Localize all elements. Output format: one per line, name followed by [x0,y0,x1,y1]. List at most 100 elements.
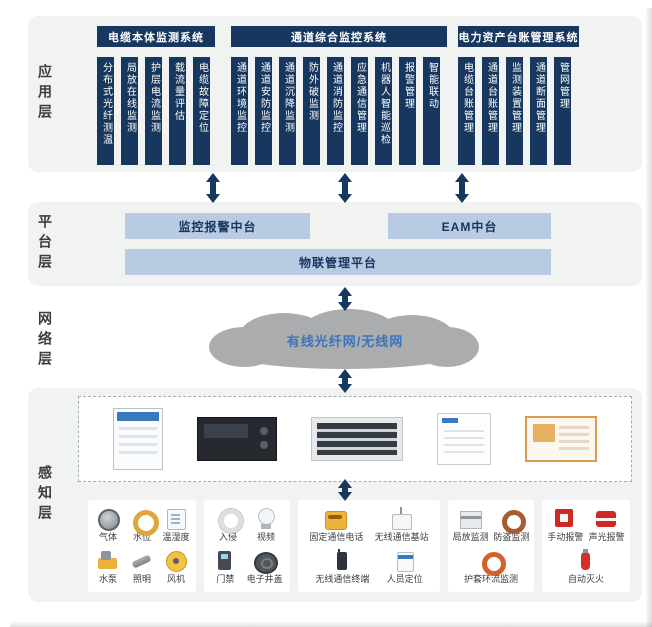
system-group-header-asset: 电力资产台账管理系统 [458,26,579,47]
sensor-label: 固定通信电话 [309,531,364,542]
smart-manhole-cover-icon [251,549,279,575]
app-module-label: 通道台账管理 [485,62,497,134]
app-module: 分布式光纤测温 [97,57,114,165]
dvr-front-panel [204,424,248,438]
arrow-shaft [459,180,465,196]
sensor-row: 气体 水位 温湿度 [88,507,196,543]
terminal-grid [559,426,589,454]
partial-discharge-monitor-icon [457,507,485,531]
sensor-label: 声光报警 [588,531,625,542]
app-module-label: 局放在线监测 [124,62,136,134]
system-group-header-cable-body: 电缆本体监测系统 [97,26,215,47]
cabinet-header-band [117,412,159,421]
sensor-label: 温湿度 [162,531,190,542]
sensor-label: 防盗监测 [493,531,530,542]
arrow-shaft [342,180,348,196]
app-module: 载流量评估 [169,57,186,165]
app-module-label: 防外破监测 [306,62,318,122]
app-module-label: 电缆台账管理 [461,62,473,134]
app-module: 管网管理 [554,57,571,165]
perception-layer-label: 感知层 [37,465,53,525]
app-module: 局放在线监测 [121,57,138,165]
control-box-logo [442,418,458,423]
sensor-row: 护套环流监测 [448,549,534,585]
sensor-item: 固定通信电话 [309,507,363,543]
sensor-label: 入侵 [218,531,237,542]
monitoring-cabinet-image [113,408,163,470]
app-module: 通道环境监控 [231,57,248,165]
sound-light-alarm-icon [593,507,621,531]
sensor-item: 无线通信基站 [374,506,429,543]
wireless-terminal-icon [328,549,356,573]
wireless-base-station-icon [388,506,416,531]
arrow-shaft [342,294,348,304]
bidirectional-arrow-icon [206,173,220,203]
sensor-card-environment: 气体 水位 温湿度 水泵 照明 风机 [88,500,196,592]
sensor-label: 手动报警 [547,531,584,542]
sensor-item: 温湿度 [162,507,190,543]
arrow-shaft [342,376,348,386]
sensor-row: 无线通信终端 人员定位 [298,549,440,585]
temperature-humidity-sensor-icon [162,507,190,531]
sensor-item: 人员定位 [387,549,423,585]
device-image-strip [78,396,632,482]
sensor-label: 电子井盖 [246,574,283,585]
bidirectional-arrow-icon [338,369,352,393]
sensor-label: 无线通信基站 [374,531,429,542]
intrusion-sensor-icon [214,507,243,533]
sensor-label: 护套环流监测 [463,574,518,585]
terminal-screen [533,424,555,442]
sensor-item: 水泵 [94,549,122,585]
app-module: 电缆故障定位 [193,57,210,165]
page-edge-shadow-bottom [10,621,652,627]
app-module: 通道消防监控 [327,57,344,165]
platform-layer-label-text: 平台层 [37,214,53,274]
app-module-label: 分布式光纤测温 [100,62,112,146]
dvr-knob [260,427,268,435]
sensor-row: 自动灭火 [542,549,630,585]
sensor-item: 自动灭火 [568,549,604,585]
sensor-label: 水位 [132,531,151,542]
network-cloud-label: 有线光纤网/无线网 [286,334,404,349]
access-control-icon [211,549,239,573]
bidirectional-arrow-icon [338,173,352,203]
app-module: 通道沉降监测 [279,57,296,165]
sensor-row: 固定通信电话 无线通信基站 [298,506,440,543]
sensor-label: 门禁 [216,574,235,585]
app-module: 应急通信管理 [351,57,368,165]
sensor-item: 声光报警 [589,507,625,543]
sensor-item: 手动报警 [547,507,583,543]
terminal-box-image [525,416,597,462]
sensor-card-communication: 固定通信电话 无线通信基站 无线通信终端 人员定位 [298,500,440,592]
sensor-label: 气体 [98,531,117,542]
sensor-item: 气体 [94,507,122,543]
manual-alarm-icon [551,507,579,531]
app-module-label: 电缆故障定位 [196,62,208,134]
rack-server-image [311,417,403,461]
page-edge-shadow-right [645,8,652,627]
app-module-label: 护层电流监测 [148,62,160,134]
app-module-label: 通道环境监控 [234,62,246,134]
network-layer-label-text: 网络层 [37,311,53,371]
sensor-item: 门禁 [211,549,239,585]
sensor-card-cable-monitoring: 局放监测 防盗监测 护套环流监测 [448,500,534,592]
personnel-positioning-icon [391,549,419,573]
platform-module-iot: 物联管理平台 [125,249,551,275]
app-module-label: 报警管理 [402,62,414,110]
app-module: 监测装置管理 [506,57,523,165]
control-box-image [437,413,491,465]
sensor-label: 水泵 [98,574,117,585]
sensor-item: 无线通信终端 [315,549,369,585]
sensor-row: 水泵 照明 风机 [88,549,196,585]
anti-theft-monitor-icon [497,507,527,534]
rack-vent-slots [317,423,397,455]
arrow-shaft [210,180,216,196]
platform-module-monitoring-alarm: 监控报警中台 [125,213,310,239]
network-layer-label: 网络层 [37,311,53,371]
sensor-label: 人员定位 [386,574,423,585]
dvr-recorder-image [197,417,277,461]
app-module: 报警管理 [399,57,416,165]
sheath-loop-current-monitor-icon [477,549,506,577]
sensor-label: 视频 [256,531,275,542]
